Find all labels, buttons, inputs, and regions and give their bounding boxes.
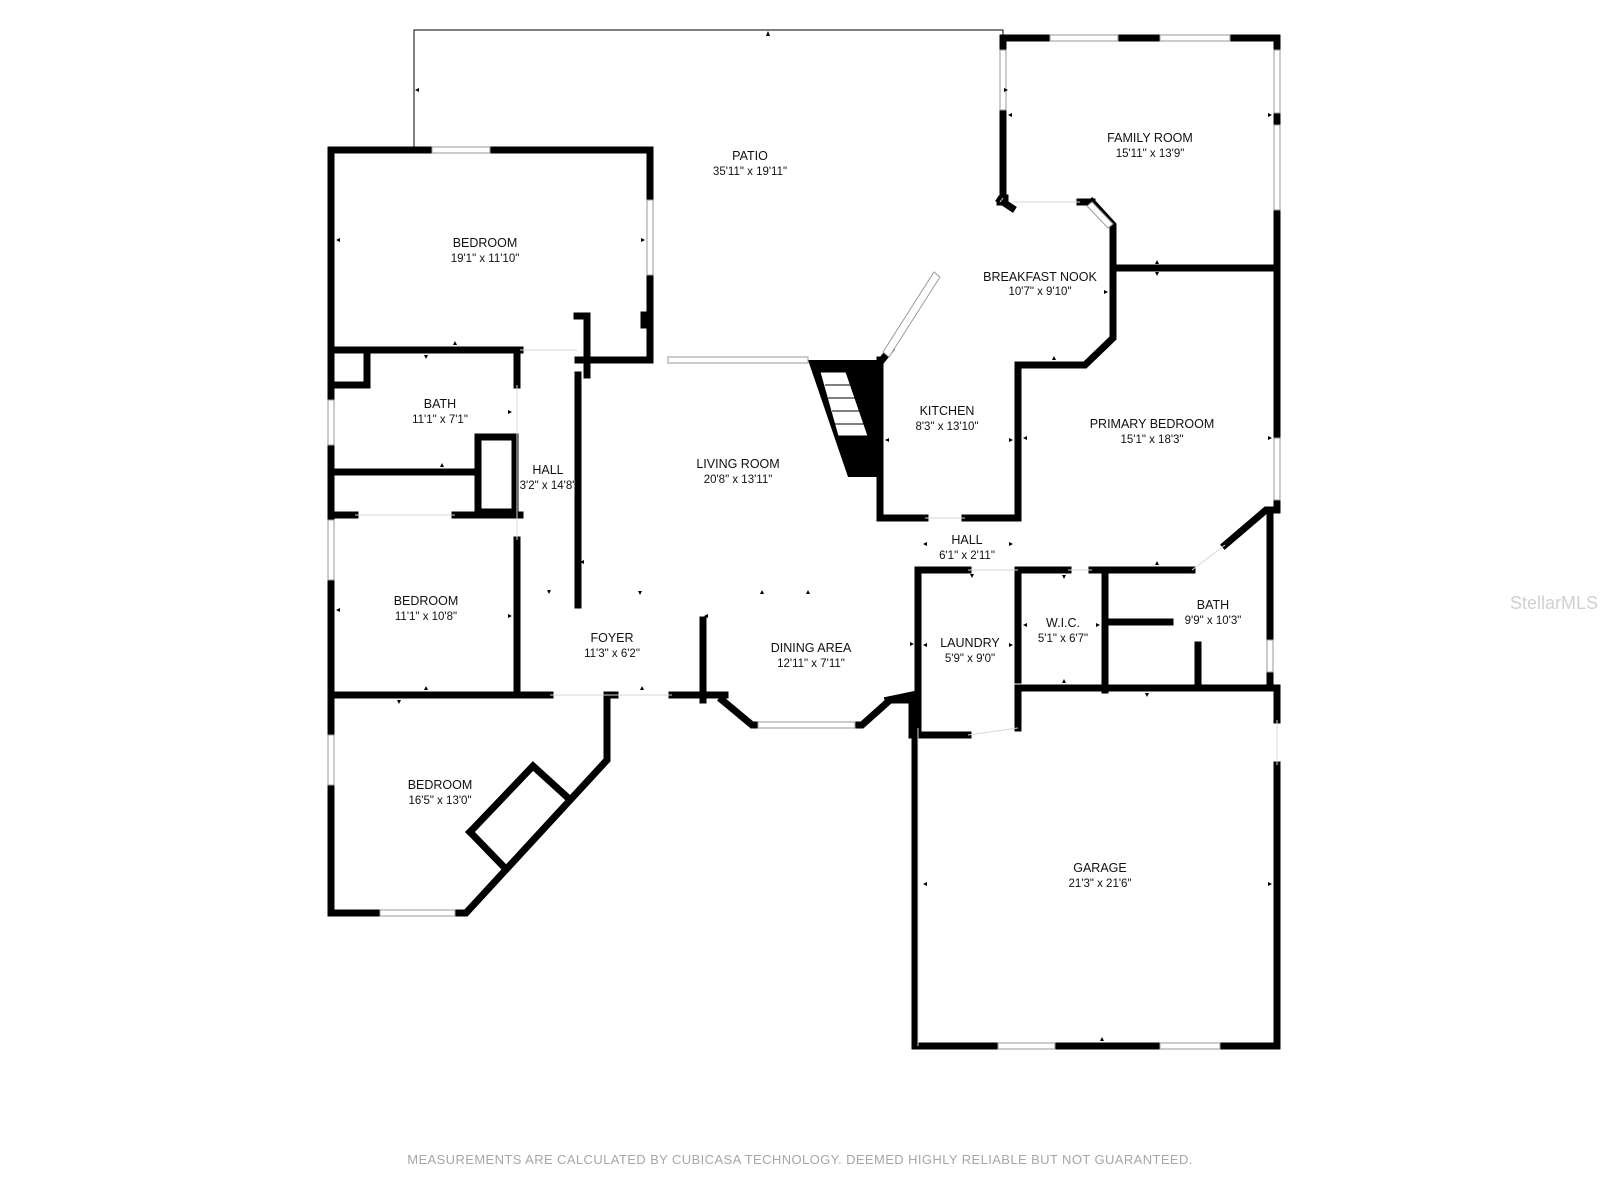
disclaimer-footer: MEASUREMENTS ARE CALCULATED BY CUBICASA …	[407, 1152, 1193, 1167]
room-dim-bath-2: 9'9" x 10'3"	[1185, 615, 1242, 627]
room-name-dining-area: DINING AREA	[771, 641, 852, 655]
room-dim-bedroom-3: 16'5" x 13'0"	[408, 795, 471, 807]
room-dim-breakfast-nook: 10'7" x 9'10"	[1008, 286, 1071, 298]
door-openings	[355, 197, 1278, 1046]
room-labels: PATIO 35'11" x 19'11" FAMILY ROOM 15'11"…	[394, 131, 1242, 890]
room-name-bedroom-1: BEDROOM	[453, 236, 518, 250]
room-dim-living-room: 20'8" x 13'11"	[704, 474, 773, 486]
room-name-bedroom-3: BEDROOM	[408, 778, 473, 792]
room-name-hall-2: HALL	[951, 533, 982, 547]
room-name-breakfast-nook: BREAKFAST NOOK	[983, 270, 1097, 284]
room-dim-wic: 5'1" x 6'7"	[1038, 633, 1088, 645]
room-name-family-room: FAMILY ROOM	[1107, 131, 1193, 145]
room-dim-hall-2: 6'1" x 2'11"	[939, 550, 995, 562]
room-dim-foyer: 11'3" x 6'2"	[584, 648, 640, 660]
room-name-living-room: LIVING ROOM	[696, 457, 779, 471]
room-dim-dining-area: 12'11" x 7'11"	[777, 658, 845, 670]
room-dim-hall-1: 3'2" x 14'8"	[520, 480, 577, 492]
room-name-foyer: FOYER	[590, 631, 633, 645]
room-name-wic: W.I.C.	[1046, 616, 1080, 630]
room-dim-bedroom-1: 19'1" x 11'10"	[451, 253, 520, 265]
room-dim-bedroom-2: 11'1" x 10'8"	[395, 611, 457, 623]
room-name-kitchen: KITCHEN	[920, 404, 975, 418]
room-name-primary-bedroom: PRIMARY BEDROOM	[1090, 417, 1215, 431]
patio-outline	[413, 29, 1004, 198]
room-name-bath-2: BATH	[1197, 598, 1229, 612]
room-name-bath-1: BATH	[424, 397, 456, 411]
room-dim-garage: 21'3" x 21'6"	[1068, 878, 1131, 890]
room-dim-bath-1: 11'1" x 7'1"	[412, 414, 468, 426]
room-name-laundry: LAUNDRY	[940, 636, 1000, 650]
room-dim-laundry: 5'9" x 9'0"	[945, 653, 995, 665]
room-dim-family-room: 15'11" x 13'9"	[1116, 148, 1185, 160]
walls	[327, 34, 1281, 1050]
room-name-patio: PATIO	[732, 149, 768, 163]
windows	[327, 34, 1281, 1050]
room-name-garage: GARAGE	[1073, 861, 1127, 875]
watermark-text: StellarMLS	[1510, 593, 1599, 613]
room-dim-kitchen: 8'3" x 13'10"	[915, 421, 978, 433]
dimension-ticks	[336, 31, 1272, 1041]
room-dim-primary-bedroom: 15'1" x 18'3"	[1120, 434, 1183, 446]
room-name-hall-1: HALL	[532, 463, 563, 477]
room-name-bedroom-2: BEDROOM	[394, 594, 459, 608]
room-dim-patio: 35'11" x 19'11"	[713, 166, 787, 178]
